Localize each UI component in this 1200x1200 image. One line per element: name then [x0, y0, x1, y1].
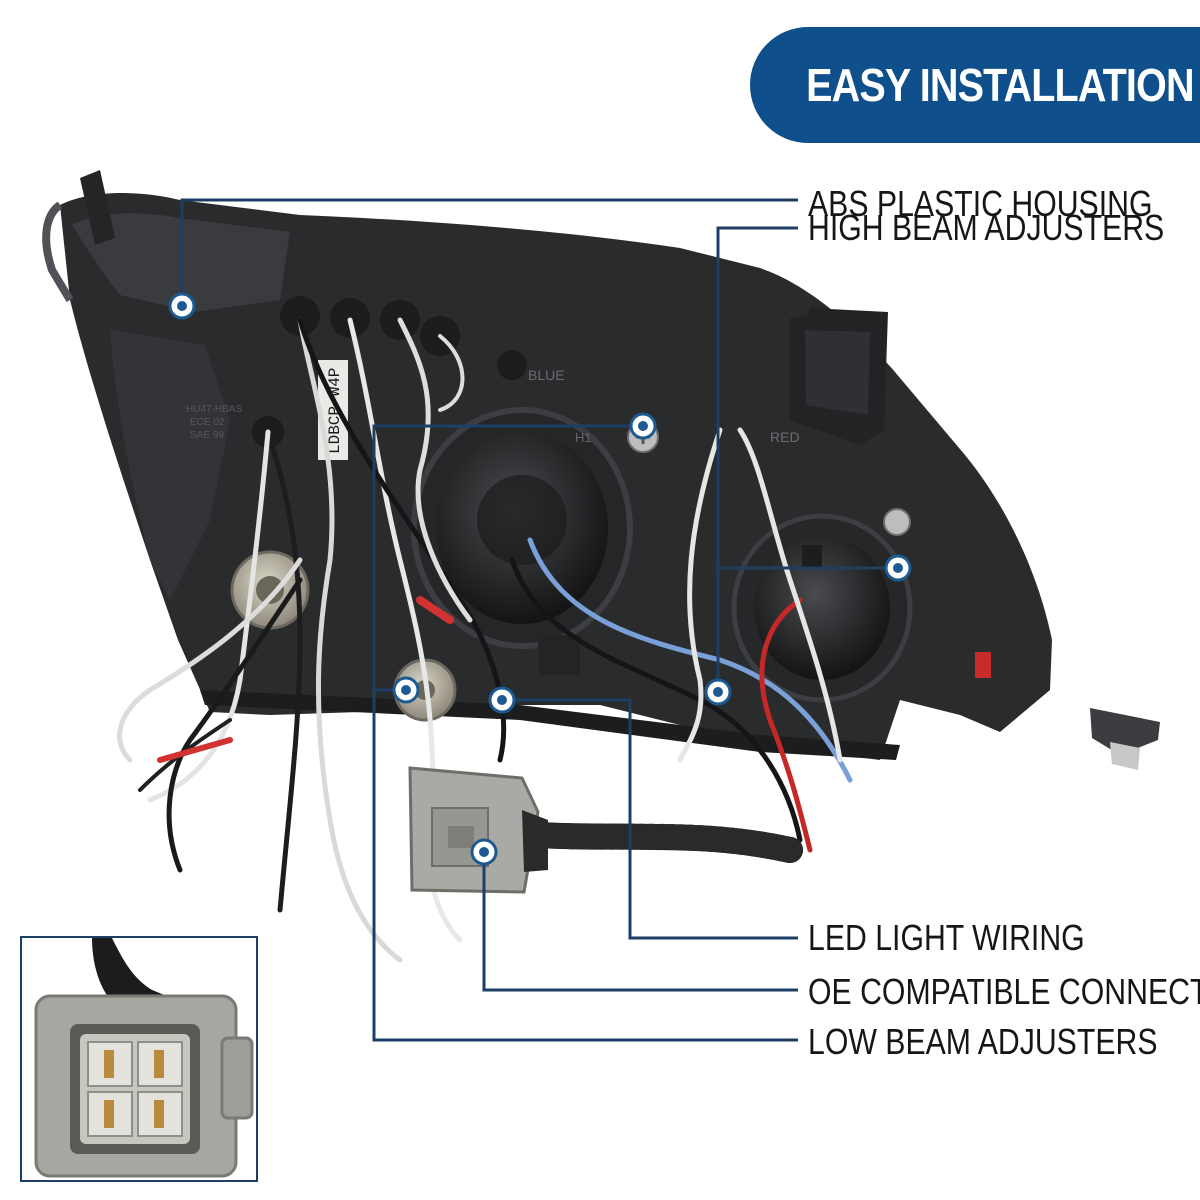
wiring-harness: [117, 317, 853, 963]
callout-led-light-wiring: LED LIGHT WIRING: [808, 917, 1085, 958]
oe-connector: [408, 766, 548, 894]
callout-high-beam-adjusters: HIGH BEAM ADJUSTERS: [808, 207, 1165, 248]
leader-lines: [180, 198, 898, 1042]
circle-dot-icon: [704, 678, 732, 706]
circle-dot-icon: [470, 838, 498, 866]
leader-led-wiring: [502, 698, 798, 940]
connector-closeup-image: [34, 938, 254, 1178]
callout-low-beam-adjusters: LOW BEAM ADJUSTERS: [808, 1021, 1158, 1062]
stamp-bulb: H1: [575, 430, 592, 445]
leader-high-beam: [716, 226, 798, 692]
leader-low-beam: [372, 424, 798, 1042]
blue-tag-text: BLUE: [528, 367, 565, 383]
leader-abs-housing: [180, 198, 798, 306]
stamp-left-3: SAE 99: [190, 430, 224, 441]
callout-oe-compatible-connector: OE COMPATIBLE CONNECTOR: [808, 971, 1200, 1012]
circle-dot-icon: [629, 412, 657, 440]
red-sticker: [975, 652, 991, 678]
stamp-left-1: HU47-HBAS: [186, 404, 242, 415]
circle-dot-icon: [392, 676, 420, 704]
stamp-left-2: ECE 02: [190, 417, 225, 428]
circle-dot-icon: [488, 686, 516, 714]
callout-abs-plastic-housing: ABS PLASTIC HOUSING: [808, 183, 1153, 224]
leader-oe-connector: [482, 852, 798, 992]
connector-closeup-inset: [20, 936, 258, 1182]
circle-dot-icon: [884, 554, 912, 582]
circle-dot-icon: [168, 292, 196, 320]
easy-installation-banner: EASY INSTALLATION: [750, 27, 1200, 143]
low-beam-bulb-cap: [411, 407, 633, 675]
red-tag-text: RED: [770, 429, 800, 445]
marker-dots: [168, 292, 912, 866]
banner-title: EASY INSTALLATION: [806, 59, 1194, 111]
